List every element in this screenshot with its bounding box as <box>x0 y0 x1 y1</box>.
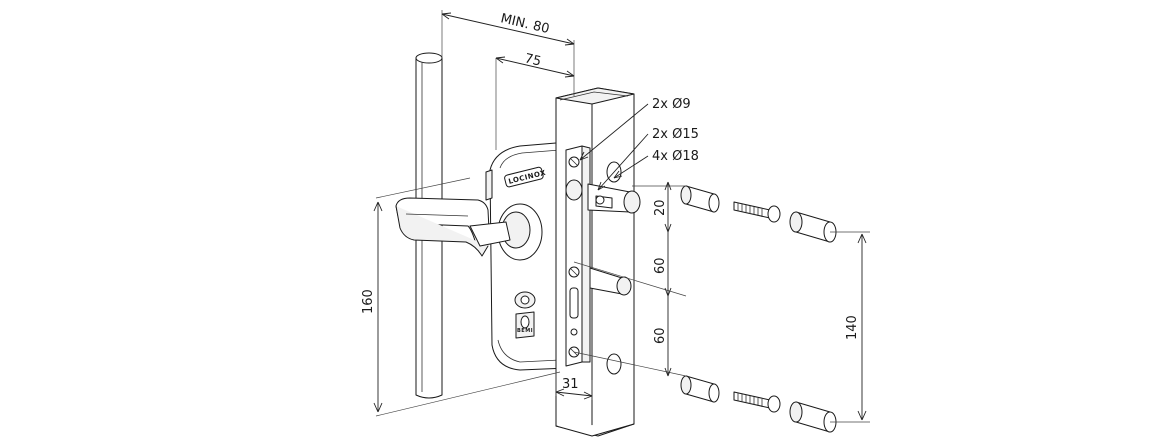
screw-set-top <box>680 185 837 243</box>
dim-screw-span: 140 <box>845 315 860 340</box>
dim-spacing-mid: 60 <box>653 257 668 274</box>
dimension-lines <box>373 12 867 421</box>
latch-bolts <box>587 183 641 296</box>
faceplate <box>565 145 591 367</box>
extension-lines <box>375 10 870 423</box>
dim-bottom-offset: 31 <box>562 377 579 392</box>
dim-spacing-top: 20 <box>653 199 668 216</box>
hole-label-large: 4x Ø18 <box>652 149 699 164</box>
hole-label-small: 2x Ø9 <box>652 97 691 112</box>
dim-width: 75 <box>523 51 542 69</box>
cylinder-mark: BEMI <box>517 328 533 334</box>
dim-height-total: 160 <box>361 289 376 314</box>
hole-label-medium: 2x Ø15 <box>652 127 699 142</box>
screw-set-bottom <box>680 375 837 433</box>
lever-handle <box>395 197 543 261</box>
dim-spacing-low: 60 <box>653 327 668 344</box>
